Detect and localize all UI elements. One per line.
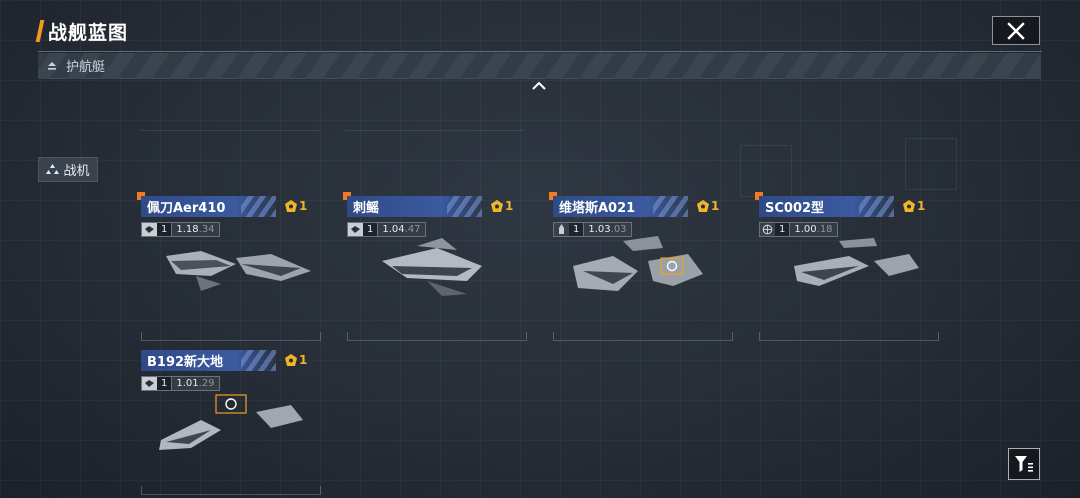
chevron-up-icon[interactable] (530, 80, 548, 92)
blueprint-card[interactable]: 维塔斯A021 1 1 1.03.03 (549, 192, 733, 341)
drone-icon (142, 223, 157, 236)
ship-illustration (573, 236, 703, 291)
fighter-squad-icon (46, 164, 60, 174)
blueprint-card[interactable]: 佩刀Aer410 1 1 1.18.34 (137, 192, 321, 341)
section-escort-header[interactable]: 护航艇 (38, 53, 1041, 79)
value-main: 1.01 (176, 378, 199, 389)
decor-line (140, 130, 320, 131)
filter-icon (1015, 456, 1033, 472)
page-title: 战舰蓝图 (48, 21, 129, 44)
drone-icon (348, 223, 363, 236)
card-value: 1.01.29 (172, 377, 219, 390)
value-dim: .29 (198, 378, 215, 389)
rank-emblem-icon (491, 200, 503, 212)
scale-ruler (141, 332, 321, 341)
card-stats: 1 1.18.34 (141, 222, 220, 237)
badge-count: 1 (711, 199, 720, 213)
rank-badge: 1 (491, 199, 513, 213)
close-icon (1007, 21, 1025, 40)
value-dim: .03 (610, 224, 627, 235)
header-divider (38, 51, 1042, 52)
blueprint-card[interactable]: SC002型 1 1 1.00.18 (755, 192, 939, 341)
card-value: 1.03.03 (584, 223, 631, 236)
blueprint-card[interactable]: B192新大地 1 1 1.01.29 (141, 350, 321, 495)
card-name: SC002型 (765, 201, 825, 216)
ship-illustration (166, 251, 311, 291)
rank-badge: 1 (285, 353, 307, 367)
badge-count: 1 (299, 353, 308, 367)
rank-emblem-icon (285, 354, 297, 366)
card-level: 1 (775, 223, 791, 236)
card-name: B192新大地 (147, 355, 224, 370)
value-dim: .18 (816, 224, 833, 235)
rank-badge: 1 (903, 199, 925, 213)
scale-ruler (759, 332, 939, 341)
decor-box (740, 145, 792, 197)
badge-count: 1 (505, 199, 514, 213)
page-header: 战舰蓝图 (35, 18, 129, 44)
scale-ruler (141, 486, 321, 495)
rank-badge: 1 (697, 199, 719, 213)
rank-emblem-icon (903, 200, 915, 212)
card-name: 刺鳐 (353, 201, 380, 216)
decor-box (905, 138, 957, 190)
card-name: 维塔斯A021 (559, 201, 636, 216)
drone-icon (142, 377, 157, 390)
card-value: 1.18.34 (172, 223, 219, 236)
value-main: 1.04 (382, 224, 405, 235)
section-fighter-tag[interactable]: 战机 (38, 157, 98, 182)
card-stats: 1 1.04.47 (347, 222, 426, 237)
scale-ruler (553, 332, 733, 341)
card-level: 1 (157, 377, 173, 390)
name-bar-stripes (241, 350, 276, 371)
missile-icon (554, 223, 569, 236)
ship-illustration (159, 394, 303, 450)
section-fighter-label: 战机 (63, 164, 90, 179)
ship-illustration (382, 238, 482, 296)
filter-button[interactable] (1008, 448, 1040, 480)
scale-ruler (347, 332, 527, 341)
value-dim: .47 (404, 224, 421, 235)
blueprint-card[interactable]: 刺鳐 1 1 1.04.47 (343, 192, 527, 341)
card-level: 1 (569, 223, 585, 236)
escort-ship-icon (48, 61, 56, 70)
globe-icon (760, 223, 775, 236)
card-level: 1 (363, 223, 379, 236)
badge-count: 1 (299, 199, 308, 213)
card-stats: 1 1.01.29 (141, 376, 220, 391)
card-name: 佩刀Aer410 (147, 201, 226, 216)
value-dim: .34 (198, 224, 215, 235)
ship-illustration (794, 238, 919, 286)
rank-emblem-icon (285, 200, 297, 212)
rank-emblem-icon (697, 200, 709, 212)
card-value: 1.00.18 (790, 223, 837, 236)
card-stats: 1 1.00.18 (759, 222, 838, 237)
name-bar-stripes (653, 196, 688, 217)
value-main: 1.03 (588, 224, 611, 235)
name-bar-stripes (859, 196, 894, 217)
close-button[interactable] (992, 16, 1040, 45)
section-escort-label: 护航艇 (66, 60, 106, 75)
value-main: 1.00 (794, 224, 817, 235)
name-bar-stripes (447, 196, 482, 217)
card-level: 1 (157, 223, 173, 236)
title-accent-bar (35, 20, 45, 42)
card-value: 1.04.47 (378, 223, 425, 236)
badge-count: 1 (917, 199, 926, 213)
value-main: 1.18 (176, 224, 199, 235)
rank-badge: 1 (285, 199, 307, 213)
decor-line (345, 130, 525, 131)
name-bar-stripes (241, 196, 276, 217)
card-stats: 1 1.03.03 (553, 222, 632, 237)
